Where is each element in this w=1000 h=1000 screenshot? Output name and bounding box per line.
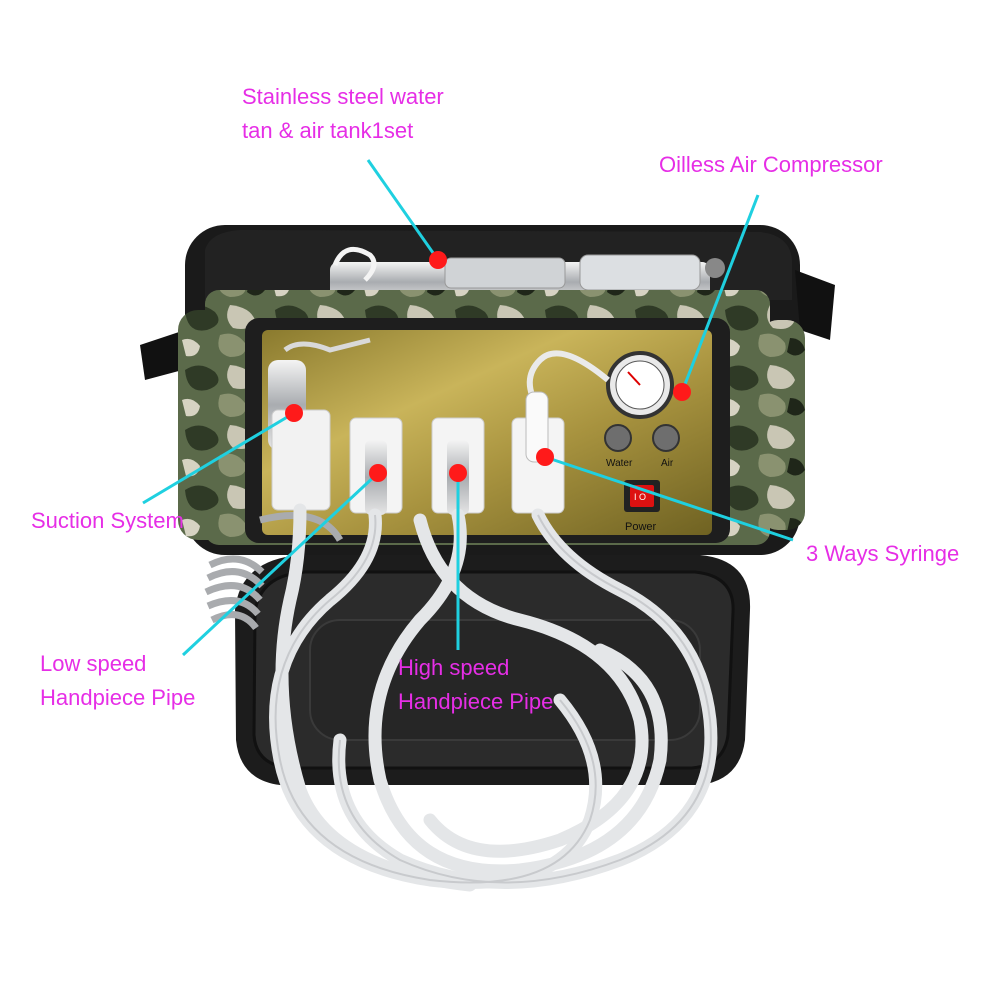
leader-lines — [142, 159, 794, 657]
marker-dot-syringe — [536, 448, 554, 466]
callout-low-speed-line-1: Low speed — [40, 651, 147, 676]
leader-low-speed — [181, 471, 380, 657]
coiled-suction-hose — [204, 512, 344, 631]
callout-compressor: Oilless Air Compressor — [659, 148, 883, 182]
svg-text:I O: I O — [634, 492, 646, 502]
svg-text:Power: Power — [625, 521, 657, 533]
marker-dot-tank — [429, 251, 447, 269]
callout-low-speed: Low speed Handpiece Pipe — [40, 647, 195, 715]
callout-tank-line-1: Stainless steel water — [242, 84, 444, 109]
callout-tank: Stainless steel water tan & air tank1set — [242, 80, 444, 148]
callout-high-speed-line-2: Handpiece Pipe — [398, 689, 554, 714]
callout-low-speed-line-2: Handpiece Pipe — [40, 685, 196, 710]
right-strap — [795, 270, 835, 340]
callout-syringe: 3 Ways Syringe — [806, 537, 959, 571]
water-knob-label: Water — [606, 458, 633, 469]
callout-syringe-line-1: 3 Ways Syringe — [806, 541, 960, 566]
callout-compressor-line-1: Oilless Air Compressor — [659, 152, 883, 177]
leader-suction — [142, 411, 295, 505]
water-knob — [604, 424, 632, 452]
callout-suction: Suction System — [31, 504, 184, 538]
leader-compressor — [680, 194, 760, 393]
callout-tank-line-2: tan & air tank1set — [242, 118, 414, 143]
marker-dot-compressor — [673, 383, 691, 401]
leader-syringe — [544, 455, 794, 542]
marker-dot-low-speed — [369, 464, 387, 482]
callout-high-speed-line-1: High speed — [398, 655, 510, 680]
callout-high-speed: High speed Handpiece Pipe — [398, 651, 553, 719]
marker-dot-suction — [285, 404, 303, 422]
left-strap — [140, 330, 190, 380]
air-knob — [652, 424, 680, 452]
suction-holder — [271, 409, 331, 511]
marker-dot-high-speed — [449, 464, 467, 482]
leader-tank — [366, 159, 440, 261]
right-side-pocket — [760, 320, 805, 530]
callout-suction-line-1: Suction System — [31, 508, 184, 533]
air-knob-label: Air — [661, 458, 674, 469]
